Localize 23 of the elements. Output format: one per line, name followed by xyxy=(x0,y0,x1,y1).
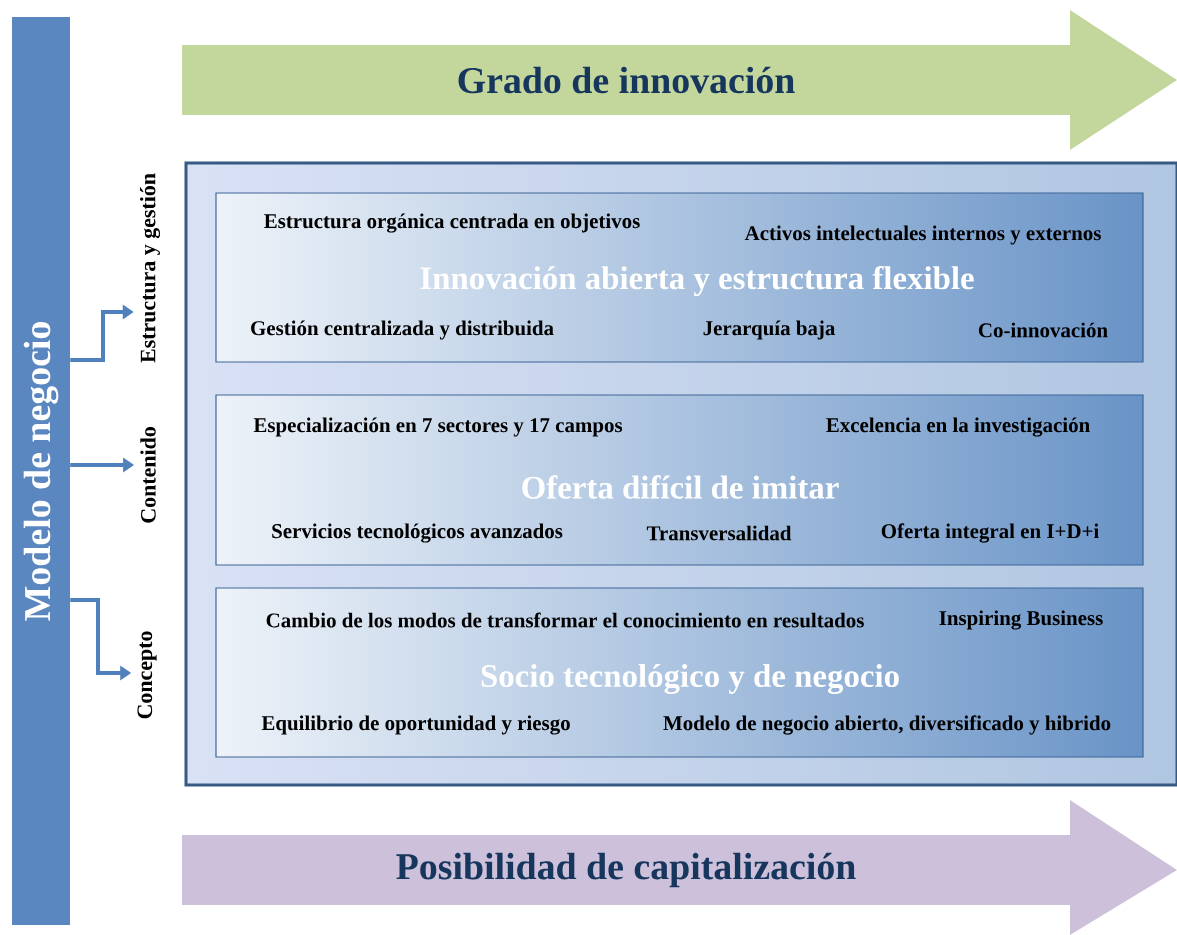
section-label: Concepto xyxy=(137,631,157,719)
section-label: Estructura y gestión xyxy=(139,173,161,363)
phrase-label: Excelencia en la investigación xyxy=(826,417,1090,437)
panel-heading: Socio tecnológico y de negocio xyxy=(481,663,899,695)
phrase-label: Estructura orgánica centrada en objetivos xyxy=(264,213,640,233)
phrase-label: Oferta integral en I+D+i xyxy=(881,523,1099,543)
phrase-label: Activos intelectuales internos y externos xyxy=(744,225,1101,245)
phrase-label: Servicios tecnológicos avanzados xyxy=(272,523,563,543)
panel-heading: Innovación abierta y estructura flexible xyxy=(420,265,974,297)
phrase-label: Jerarquía baja xyxy=(703,320,835,340)
phrase-label: Gestión centralizada y distribuida xyxy=(251,320,554,340)
arrow-banner: Posibilidad de capitalización xyxy=(182,800,1177,935)
phrase-label: Co-innovación xyxy=(978,322,1108,338)
section-label: Contenido xyxy=(140,427,156,523)
phrase-label: Transversalidad xyxy=(646,525,792,541)
side-bar: Modelo de negocio xyxy=(12,17,70,925)
panel-heading: Oferta difícil de imitar xyxy=(522,475,839,499)
phrase-label: Especialización en 7 sectores y 17 campos xyxy=(253,417,623,437)
arrow-banner: Grado de innovación xyxy=(182,10,1177,150)
phrase-label: Cambio de los modos de transformar el conocimiento en resultados xyxy=(266,612,864,628)
phrase-label: Modelo de negocio abierto, diversificado y hibrido xyxy=(663,715,1111,735)
phrase-label: Inspiring Business xyxy=(939,610,1103,630)
phrase-label: Equilibrio de oportunidad y riesgo xyxy=(261,715,570,735)
